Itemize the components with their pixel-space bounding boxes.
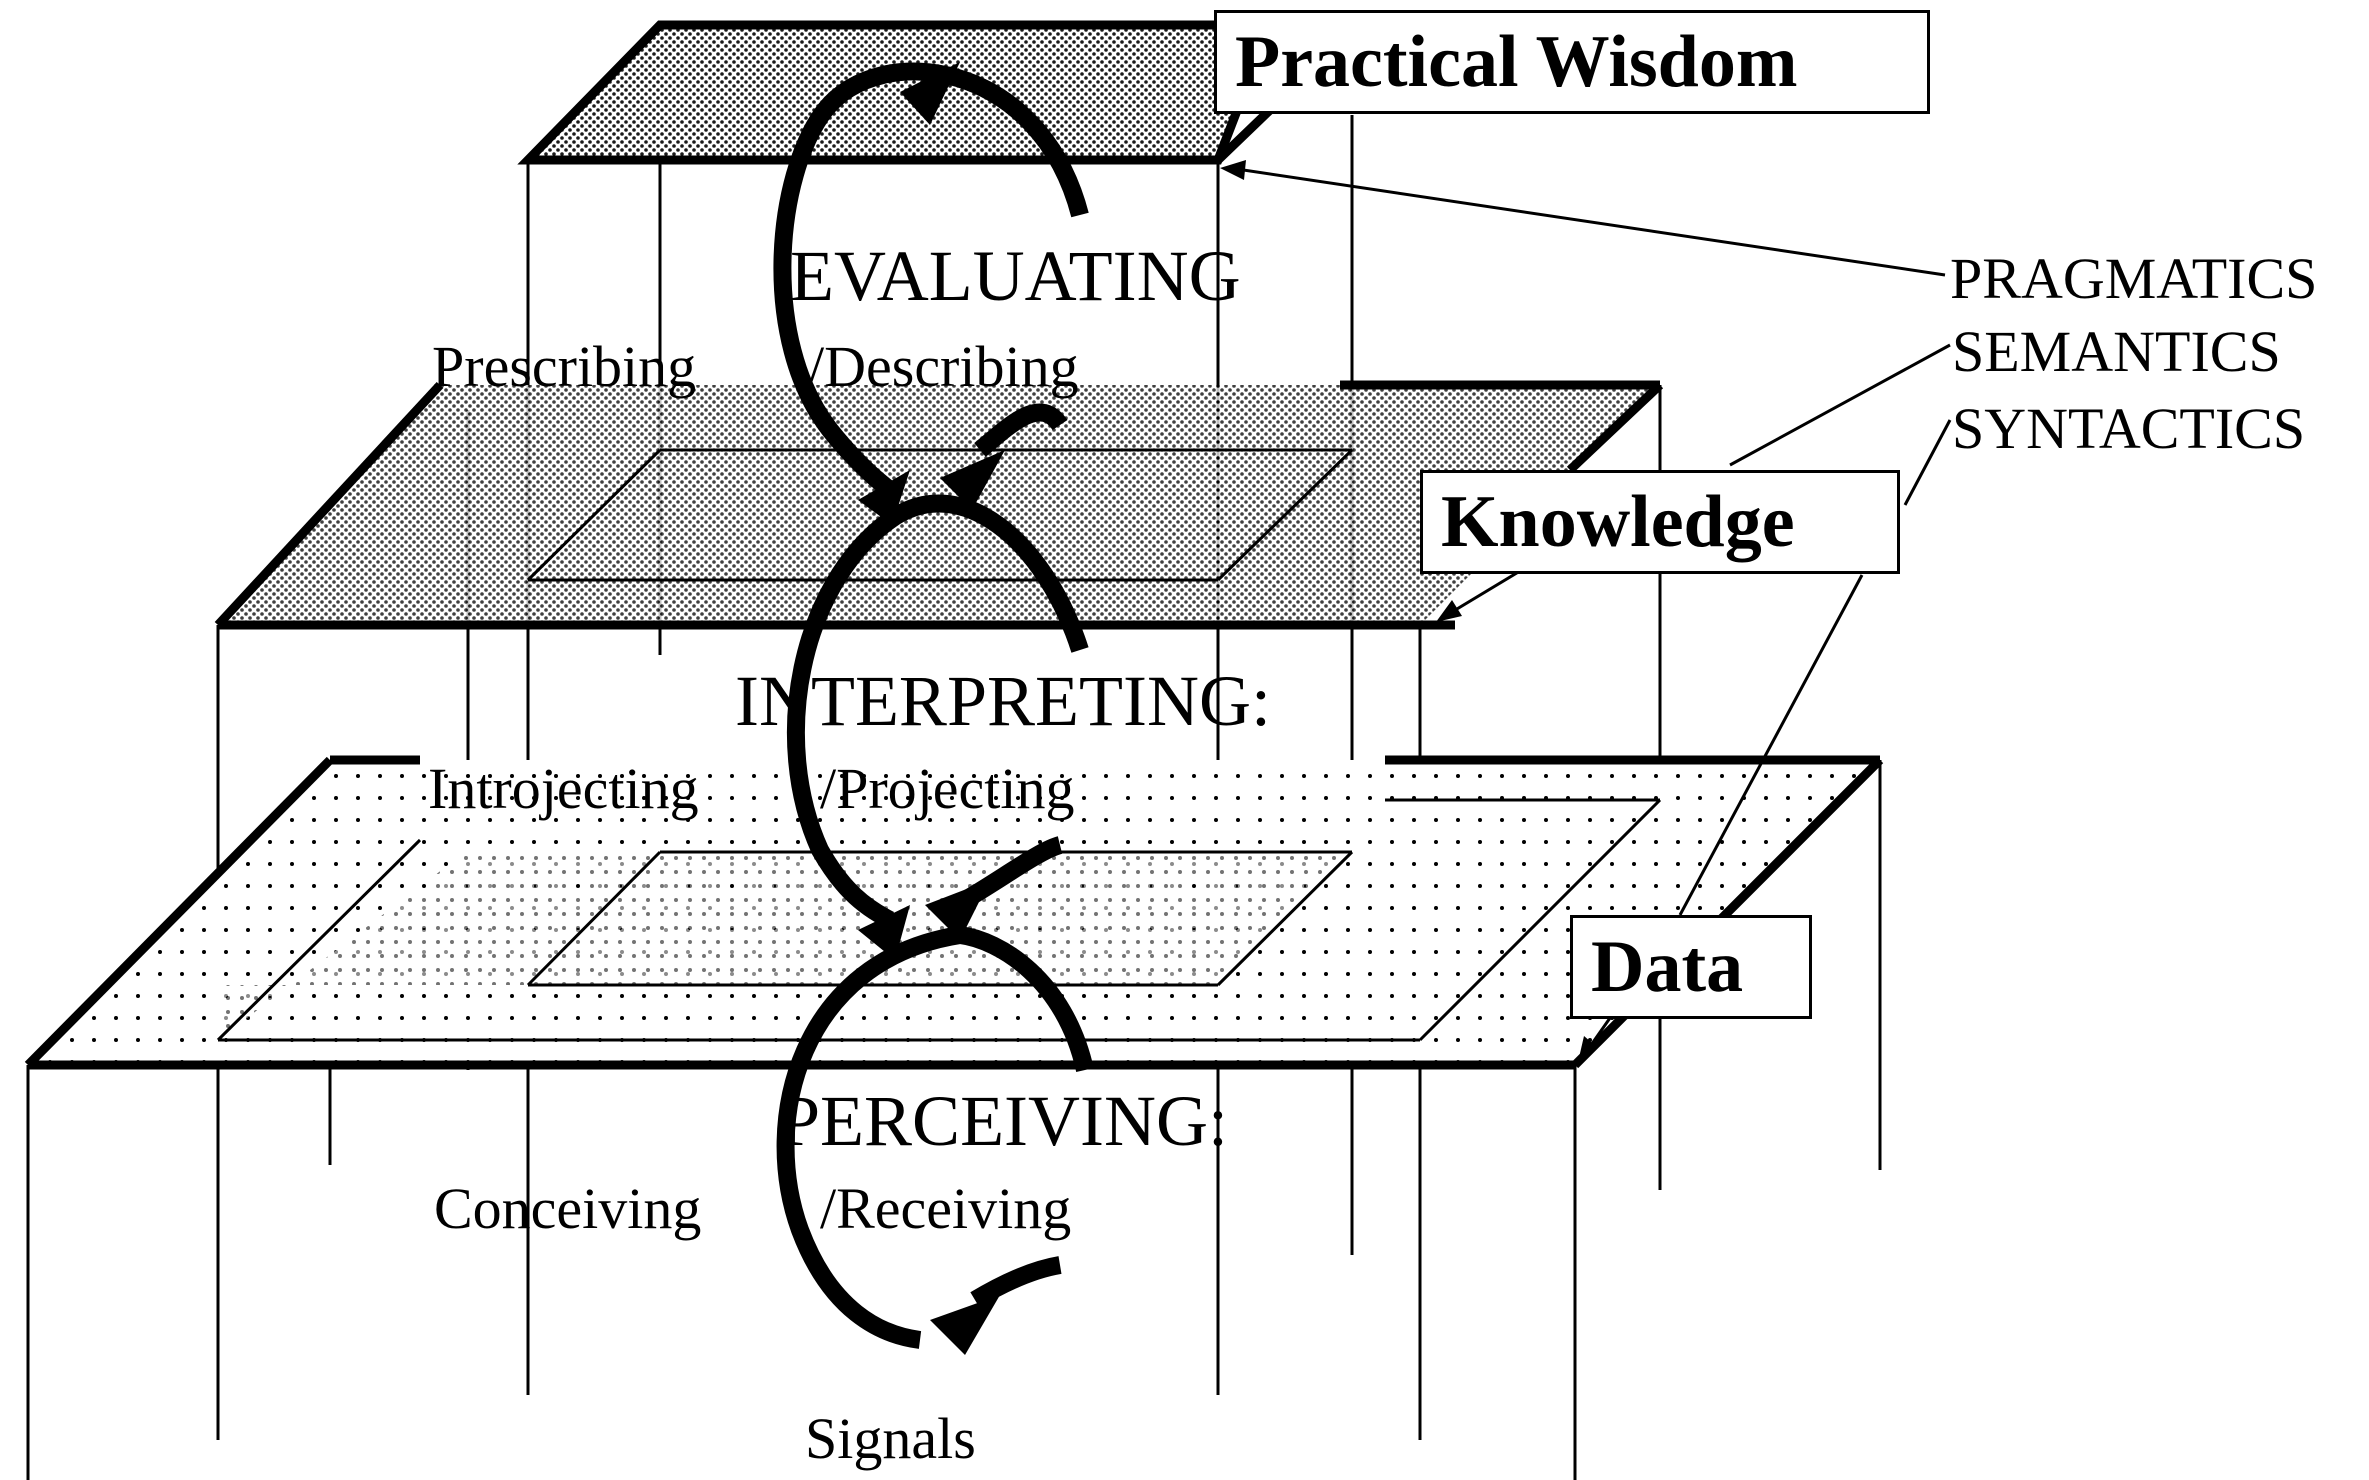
data-label: Data <box>1570 915 1812 1019</box>
interpreting-label: INTERPRETING: <box>735 661 1271 741</box>
data-text: Data <box>1591 925 1744 1008</box>
practical-wisdom-text: Practical Wisdom <box>1235 20 1798 103</box>
projecting-label: /Projecting <box>820 756 1075 821</box>
practical-wisdom-label: Practical Wisdom <box>1214 10 1930 114</box>
syntactics-label: SYNTACTICS <box>1952 396 2306 461</box>
spiral-arrowheads <box>858 62 1005 1355</box>
knowledge-text: Knowledge <box>1441 480 1795 563</box>
perceiving-label: PERCEIVING: <box>780 1081 1228 1161</box>
pointer-arrowheads <box>1220 160 1598 1062</box>
knowledge-label: Knowledge <box>1420 470 1900 574</box>
prescribing-label: Prescribing <box>432 334 697 399</box>
signals-label: Signals <box>805 1406 976 1471</box>
receiving-label: /Receiving <box>820 1176 1072 1241</box>
pragmatics-label: PRAGMATICS <box>1950 246 2318 311</box>
conceiving-label: Conceiving <box>434 1176 702 1241</box>
describing-label: /Describing <box>808 334 1079 399</box>
semantics-label: SEMANTICS <box>1952 319 2281 384</box>
introjecting-label: Introjecting <box>428 756 699 821</box>
wisdom-plane <box>517 20 1277 165</box>
spiral-arrows <box>773 62 1094 1349</box>
evaluating-label: EVALUATING <box>790 236 1241 316</box>
